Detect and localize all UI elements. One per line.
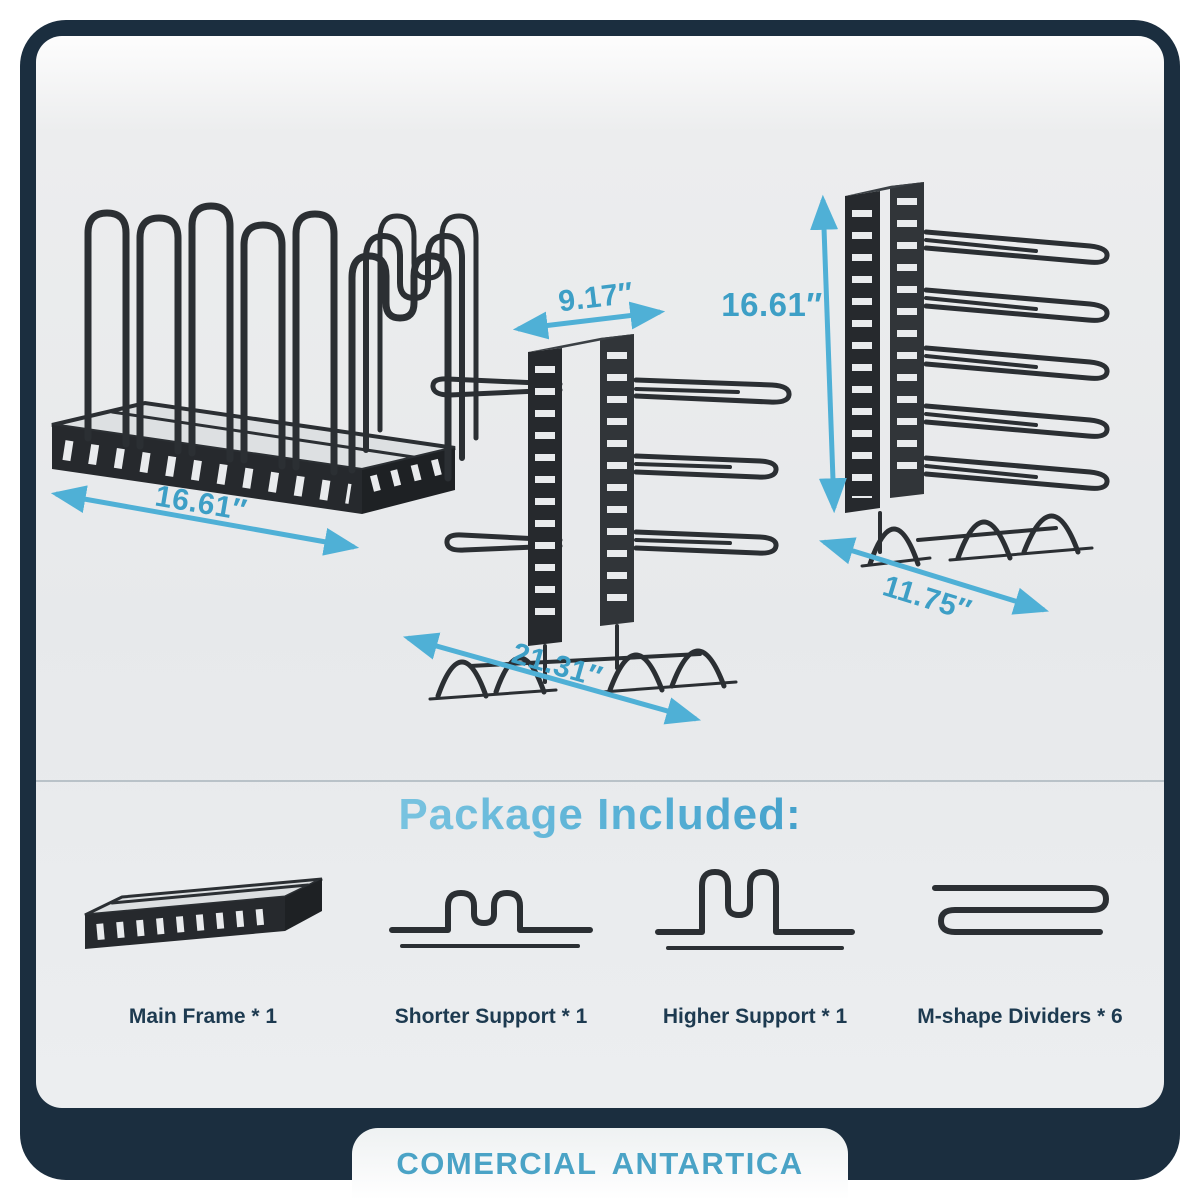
package-item-label-m-shape-dividers: M-shape Dividers * 6	[917, 1005, 1123, 1028]
content-panel	[36, 36, 1164, 1108]
dimension-label-right-rack-height: 16.61″	[721, 286, 823, 323]
package-item-label-higher-support: Higher Support * 1	[662, 1005, 848, 1028]
section-divider	[36, 780, 1164, 782]
brand-word-comercial: COMERCIAL	[396, 1146, 598, 1181]
package-item-label-main-frame: Main Frame * 1	[128, 1005, 278, 1028]
footer-brand-tab: COMERCIAL ANTARTICA	[352, 1128, 848, 1200]
brand-word-antartica: ANTARTICA	[611, 1146, 804, 1181]
package-item-label-shorter-support: Shorter Support * 1	[394, 1005, 588, 1028]
package-title: Package Included:	[0, 790, 1200, 840]
